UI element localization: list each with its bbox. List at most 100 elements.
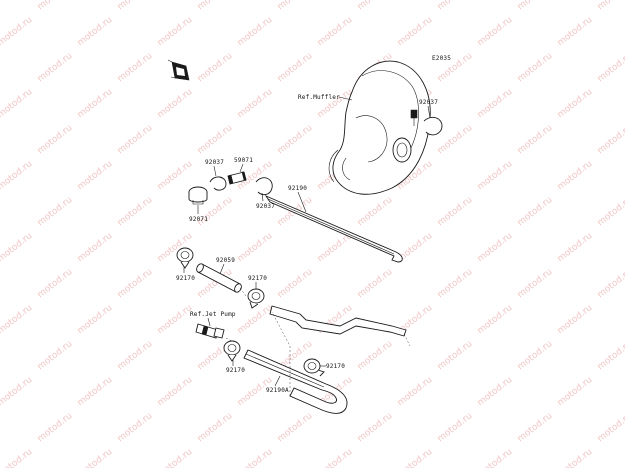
watermark-text: motod.ru [0, 15, 34, 48]
clamp-92170-mid [247, 288, 265, 309]
clamp-92170-low [223, 340, 241, 362]
watermark-text: motod.ru [116, 195, 155, 228]
watermark-text: motod.ru [516, 195, 555, 228]
diagram-code: E2035 [432, 55, 451, 62]
watermark-text: motod.ru [396, 375, 435, 408]
watermark-text: motod.ru [36, 411, 75, 444]
watermark-text: motod.ru [236, 303, 275, 336]
watermark-text: motod.ru [36, 123, 75, 156]
watermark-text: motod.ru [516, 411, 555, 444]
watermark-text: motod.ru [436, 0, 475, 12]
watermark-text: motod.ru [0, 375, 34, 408]
watermark-text: motod.ru [236, 87, 275, 120]
watermark-text: motod.ru [316, 447, 355, 468]
watermark-text: motod.ru [356, 195, 395, 228]
leader-92190a [274, 375, 281, 387]
watermark-text: motod.ru [36, 339, 75, 372]
jet-pump-fitting [195, 323, 225, 339]
watermark-text: motod.ru [596, 51, 625, 84]
hose-middle-segment [269, 305, 407, 337]
watermark-text: motod.ru [476, 447, 515, 468]
clamp-92170-right [303, 358, 325, 377]
watermark-text: motod.ru [0, 303, 34, 336]
label-59071: 59071 [234, 157, 253, 164]
watermark-text: motod.ru [196, 411, 235, 444]
watermark-text: motod.ru [596, 411, 625, 444]
watermark-text: motod.ru [0, 159, 34, 192]
watermark-text: motod.ru [76, 159, 115, 192]
watermark-text: motod.ru [0, 447, 34, 468]
leader-ref-muffler [338, 96, 353, 101]
label-92170-left: 92170 [176, 275, 195, 282]
label-92170-low: 92170 [226, 367, 245, 374]
watermark-text: motod.ru [596, 195, 625, 228]
watermark-text: motod.ru [276, 267, 315, 300]
label-92190: 92190 [288, 185, 307, 192]
watermark-text: motod.ru [516, 339, 555, 372]
watermark-text: motod.ru [36, 51, 75, 84]
watermark-text: motod.ru [36, 0, 75, 12]
watermark-text: motod.ru [236, 231, 275, 264]
muffler-cover [328, 60, 431, 195]
label-92037-top: 92037 [419, 99, 438, 106]
watermark-text: motod.ru [76, 87, 115, 120]
watermark-text: motod.ru [156, 87, 195, 120]
watermark-text: motod.ru [116, 267, 155, 300]
watermark-text: motod.ru [196, 51, 235, 84]
watermark-text: motod.ru [556, 303, 595, 336]
label-92170-mid: 92170 [248, 275, 267, 282]
watermark-text: motod.ru [36, 267, 75, 300]
watermark-text: motod.ru [156, 303, 195, 336]
watermark-text: motod.ru [116, 123, 155, 156]
watermark-text: motod.ru [356, 411, 395, 444]
label-92190a: 92190A [266, 387, 289, 394]
leader-92037-mid [261, 192, 264, 202]
watermark-text: motod.ru [476, 87, 515, 120]
watermark-text: motod.ru [396, 15, 435, 48]
watermark-text: motod.ru [356, 339, 395, 372]
label-92037-left: 92037 [205, 159, 224, 166]
ring-92037-right [423, 116, 443, 136]
watermark-text: motod.ru [476, 159, 515, 192]
watermark-text: motod.ru [276, 51, 315, 84]
label-92170-right: 92170 [326, 363, 345, 370]
watermark-text: motod.ru [476, 15, 515, 48]
watermark-text: motod.ru [156, 159, 195, 192]
watermark-text: motod.ru [156, 15, 195, 48]
watermark-text: motod.ru [356, 0, 395, 12]
watermark-text: motod.ru [596, 0, 625, 12]
watermark-text: motod.ru [76, 375, 115, 408]
watermark-text: motod.ru [556, 375, 595, 408]
leader-92059 [219, 263, 225, 275]
watermark-text: motod.ru [0, 87, 34, 120]
ring-92037-mid [255, 177, 273, 196]
watermark-text: motod.ru [556, 159, 595, 192]
watermark-text: motod.ru [76, 303, 115, 336]
label-ref-jet-pump: Ref.Jet Pump [190, 311, 236, 318]
watermark-text: motod.ru [196, 0, 235, 12]
watermark-text: motod.ru [356, 267, 395, 300]
watermark-text: motod.ru [436, 267, 475, 300]
clamp-92170-left [176, 247, 194, 269]
watermark-text: motod.ru [556, 87, 595, 120]
watermark-text: motod.ru [276, 0, 315, 12]
label-92037-mid: 92037 [256, 203, 275, 210]
hose-92190a [243, 349, 348, 414]
label-92071: 92071 [189, 216, 208, 223]
watermark-text: motod.ru [516, 123, 555, 156]
watermark-text: motod.ru [116, 411, 155, 444]
hose-92190 [264, 194, 403, 263]
leader-ref-jet-pump [207, 317, 211, 327]
watermark-text: motod.ru [596, 267, 625, 300]
watermark-text: motod.ru [196, 123, 235, 156]
watermark-text: motod.ru [236, 447, 275, 468]
cap-92071 [188, 186, 208, 205]
watermark-text: motod.ru [476, 231, 515, 264]
fitting-59071 [227, 171, 247, 185]
watermark-text: motod.ru [476, 303, 515, 336]
watermark-text: motod.ru [236, 15, 275, 48]
label-ref-muffler: Ref.Muffler [298, 94, 340, 101]
label-92059: 92059 [216, 257, 235, 264]
